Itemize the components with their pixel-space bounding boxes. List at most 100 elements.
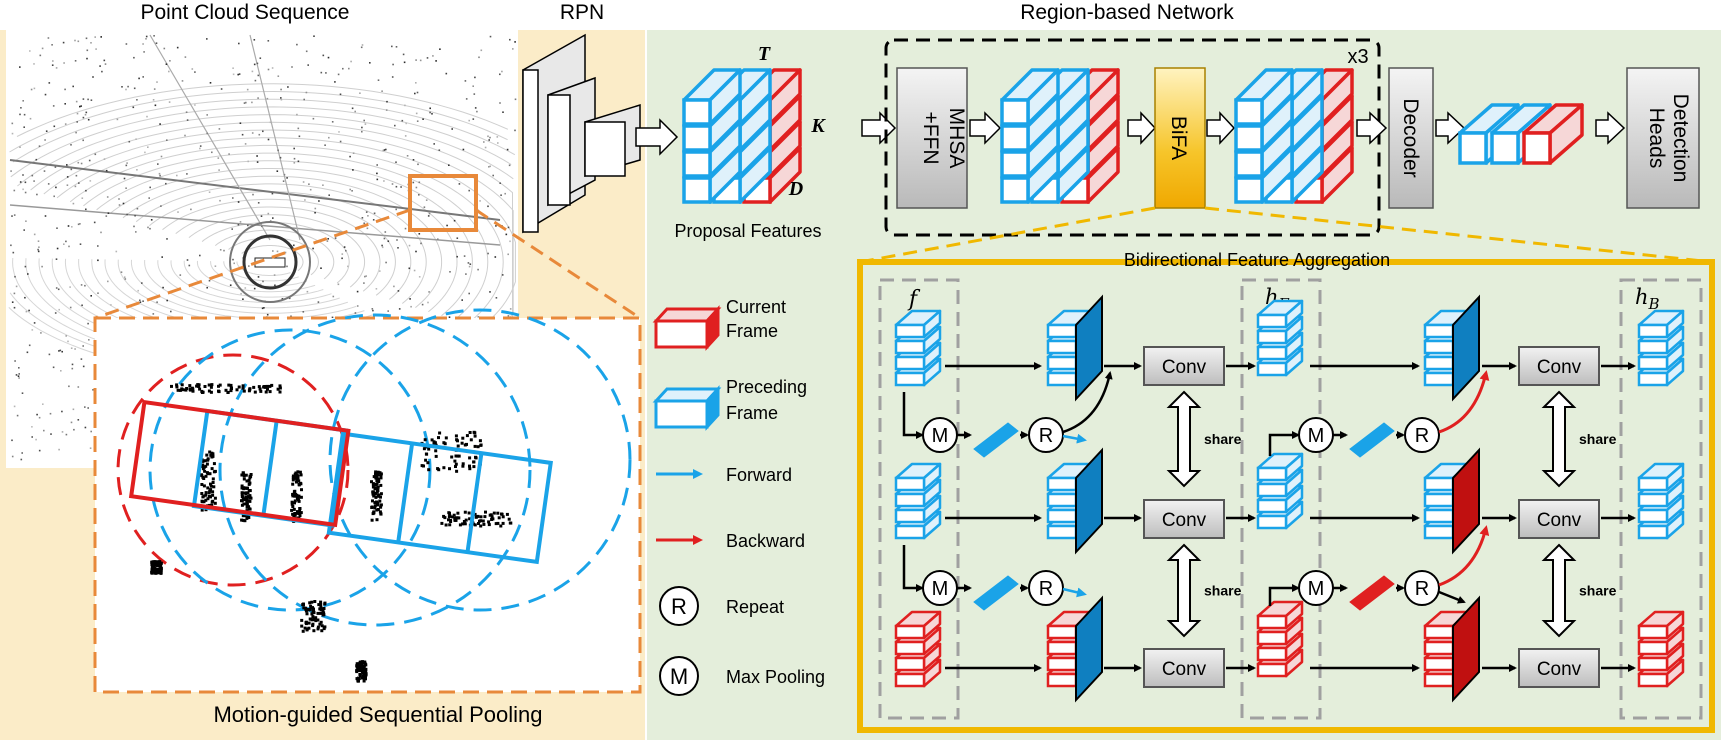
bifa-connector-left [859, 206, 1156, 264]
detection-heads-block [1626, 67, 1700, 209]
pool-path [1268, 431, 1300, 456]
conv-block: Conv [1143, 648, 1225, 688]
dim-d-label: D [788, 178, 803, 200]
pool-path [902, 392, 924, 439]
conv-label: Conv [1537, 357, 1582, 378]
title-point-cloud: Point Cloud Sequence [141, 1, 350, 24]
share-arrow: share [1541, 390, 1617, 488]
conv-label: Conv [1537, 510, 1582, 531]
share-label: share [1204, 431, 1242, 447]
repeat-icon [659, 586, 699, 626]
hf-stack [1256, 299, 1304, 377]
legend-forward: Forward [726, 465, 792, 485]
rpn-network [522, 33, 641, 234]
pooled-feature-backward [1349, 422, 1395, 458]
legend-backward: Backward [726, 531, 805, 551]
share-label: share [1579, 583, 1617, 599]
conv-block: Conv [1143, 499, 1225, 539]
backward-stack-2 [1423, 595, 1480, 703]
feature-cell [682, 68, 742, 126]
share-label: share [1204, 583, 1242, 599]
legend-preceding-line1: Preceding [726, 377, 807, 397]
maxpool-node: M [1298, 570, 1334, 606]
mhsa-ffn-block [896, 67, 968, 209]
mhsa-label: MHSA [945, 108, 968, 169]
maxpool-node: M [922, 570, 958, 606]
legend-current-frame-icon [652, 305, 722, 351]
forward-stack-1 [1046, 447, 1103, 555]
repeat-node: R [1028, 417, 1064, 453]
repeat-count-label: x3 [1347, 46, 1368, 68]
pool-path [902, 545, 924, 592]
pooling-panel [93, 316, 642, 694]
conv-block: Conv [1518, 346, 1600, 386]
svg-text:R: R [1039, 425, 1053, 447]
legend-maxpool: Max Pooling [726, 667, 825, 687]
conv-label: Conv [1162, 357, 1207, 378]
arrow-tokens-heads [1595, 111, 1626, 145]
repeat-node: R [1028, 570, 1064, 606]
hf-stack [1256, 452, 1304, 530]
pool-path [1268, 584, 1300, 606]
flow-arrow [1438, 590, 1466, 604]
f-column-box [878, 278, 960, 720]
conv-block: Conv [1143, 346, 1225, 386]
svg-text:R: R [1415, 425, 1429, 447]
backward-arrow [1438, 525, 1490, 587]
hf-stack [1256, 600, 1304, 678]
repeat-node: R [1404, 417, 1440, 453]
hb-label: hB [1635, 285, 1660, 313]
rpn-output-arrow [635, 118, 679, 156]
ffn-label: +FFN [919, 111, 942, 164]
f-stack [894, 610, 942, 688]
legend: Current Frame Preceding Frame Forward Ba… [652, 297, 825, 696]
hb-stack [1637, 462, 1685, 540]
decoder-token [1522, 103, 1584, 165]
repeat-block-dashed [884, 38, 1381, 237]
hb-column-box [1619, 278, 1703, 720]
arrow-grid-bifa [1127, 111, 1157, 145]
decoder-output-tokens [1458, 103, 1584, 165]
bifa-panel-title: Bidirectional Feature Aggregation [1124, 250, 1390, 270]
repeat-node: R [1404, 570, 1440, 606]
forward-arrow [1062, 587, 1087, 598]
dim-t-label: T [758, 43, 771, 65]
f-stack [894, 309, 942, 387]
hb-stack [1637, 610, 1685, 688]
maxpool-node: M [922, 417, 958, 453]
svg-text:M: M [1308, 578, 1325, 600]
svg-text:M: M [1308, 425, 1325, 447]
share-label: share [1579, 431, 1617, 447]
legend-current-line2: Frame [726, 321, 778, 341]
legend-preceding-line2: Frame [726, 403, 778, 423]
pooled-feature-backward [1349, 575, 1395, 611]
svg-text:M: M [932, 578, 949, 600]
heads-label-line1: Detection [1669, 94, 1692, 183]
backward-stack-1 [1423, 447, 1480, 555]
forward-stack-2 [1046, 595, 1103, 703]
repeat-icon-letter: R [671, 594, 687, 619]
f-stack [894, 462, 942, 540]
decoder-label: Decoder [1399, 98, 1422, 177]
arrow-grid-decoder [1356, 111, 1388, 145]
forward-stack-0 [1046, 294, 1103, 402]
conv-block: Conv [1518, 648, 1600, 688]
hf-column-box [1240, 278, 1322, 720]
backward-stack-0 [1423, 294, 1480, 402]
heads-label-line2: Heads [1645, 108, 1668, 169]
hb-stack [1637, 309, 1685, 387]
pooling-illustration [116, 308, 632, 683]
pooled-feature-forward [973, 575, 1019, 611]
share-arrow: share [1541, 543, 1617, 638]
svg-text:R: R [1039, 578, 1053, 600]
proposal-caption: Proposal Features [674, 221, 821, 241]
maxpool-node: M [1298, 417, 1334, 453]
conv-label: Conv [1537, 659, 1582, 680]
forward-arrow [1062, 433, 1087, 444]
arrow-decoder-tokens [1435, 111, 1466, 145]
decoder-block [1388, 67, 1434, 209]
svg-text:R: R [1415, 578, 1429, 600]
share-arrow: share [1166, 390, 1242, 488]
maxpool-icon [659, 656, 699, 696]
